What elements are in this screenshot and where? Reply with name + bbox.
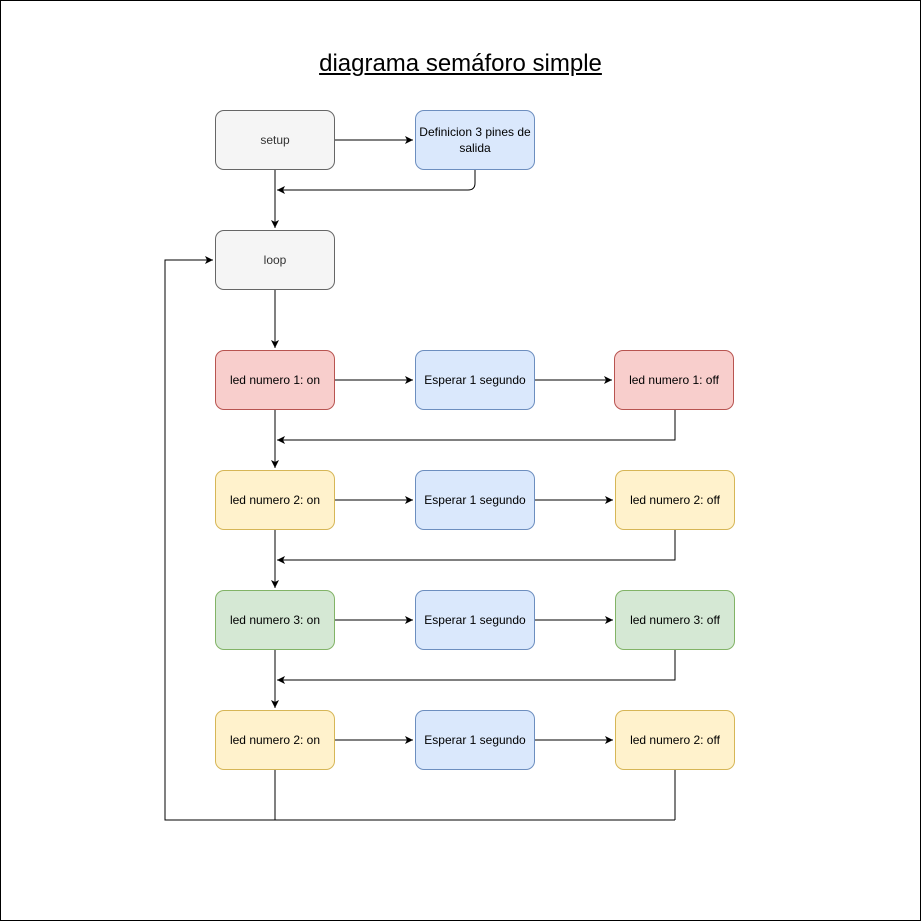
node-led2-on: led numero 2: on bbox=[215, 470, 335, 530]
edge-row2-off-return bbox=[277, 530, 676, 564]
diagram-title: diagrama semáforo simple bbox=[319, 50, 602, 77]
node-led1-off: led numero 1: off bbox=[614, 350, 734, 410]
node-wait-3: Esperar 1 segundo bbox=[415, 590, 535, 650]
node-wait-2: Esperar 1 segundo bbox=[415, 470, 535, 530]
edge-loop-back bbox=[164, 256, 675, 821]
node-loop: loop bbox=[215, 230, 335, 290]
node-led3-off: led numero 3: off bbox=[615, 590, 735, 650]
node-wait-4: Esperar 1 segundo bbox=[415, 710, 535, 770]
node-definicion-pines: Definicion 3 pines de salida bbox=[415, 110, 535, 170]
node-led2-off: led numero 2: off bbox=[615, 470, 735, 530]
edge-definicion-return bbox=[277, 170, 476, 194]
node-led2-on-repeat: led numero 2: on bbox=[215, 710, 335, 770]
edge-row1-off-return bbox=[277, 410, 676, 444]
edge-row3-off-return bbox=[277, 650, 676, 684]
node-wait-1: Esperar 1 segundo bbox=[415, 350, 535, 410]
node-led3-on: led numero 3: on bbox=[215, 590, 335, 650]
node-led2-off-repeat: led numero 2: off bbox=[615, 710, 735, 770]
node-setup: setup bbox=[215, 110, 335, 170]
node-led1-on: led numero 1: on bbox=[215, 350, 335, 410]
